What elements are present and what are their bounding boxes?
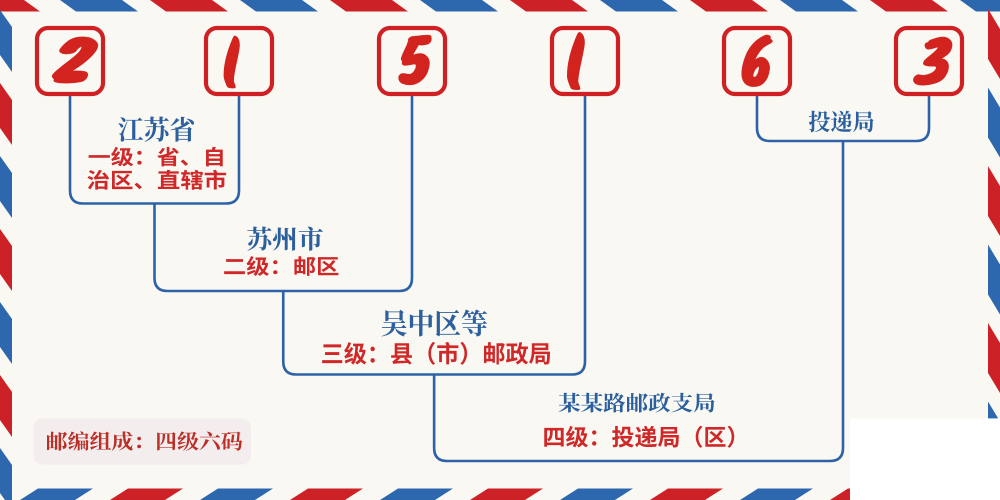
digit-text-4: 1: [555, 34, 615, 90]
stripe: [20, 488, 93, 500]
stripe: [200, 488, 273, 500]
level3-desc-glyphs: [322, 341, 551, 365]
stripe: [870, 0, 948, 12]
digit-text-6: 3: [899, 34, 959, 90]
level3-name-text: 吴中区等: [380, 309, 488, 337]
stripe: [240, 0, 318, 12]
level3-name-glyphs: [381, 309, 488, 337]
level1-name-text: 江苏省: [116, 114, 198, 142]
level1-desc-line2-text: 治区、直辖市: [87, 169, 227, 190]
stripe: [510, 0, 588, 12]
stripe: [0, 302, 12, 364]
level4-name-glyphs: [558, 392, 715, 413]
stripe: [960, 0, 1000, 12]
stripe: [60, 0, 138, 12]
stripe: [690, 0, 768, 12]
stripe: [988, 244, 1000, 315]
digit-box-1: [34, 25, 106, 97]
stripe: [0, 0, 40, 12]
stripe: [290, 488, 363, 500]
digit-box-4: [549, 25, 621, 97]
delivery-name-glyphs: [808, 110, 874, 133]
badge-background: [33, 418, 251, 465]
digit-text-5: 6: [727, 34, 787, 90]
level2-desc-glyphs: [224, 256, 339, 276]
digit-text-3: 5: [382, 34, 442, 90]
level4-desc-glyphs: [544, 425, 735, 448]
stripe: [110, 488, 183, 500]
stripe: [988, 9, 1000, 79]
level3-desc-text: 三级：县（市）邮政局: [322, 341, 552, 365]
stripe: [780, 0, 858, 12]
digit-glyphs: [51, 31, 953, 91]
digit-boxes: [34, 25, 965, 97]
level1-desc-line1-text: 一级：省、自: [87, 146, 225, 167]
digit-box-3: [376, 25, 448, 97]
label-glyphs: [47, 110, 874, 451]
level2-name-glyphs: [247, 226, 323, 251]
level1-name-glyphs: [118, 116, 195, 142]
stripe: [988, 166, 1000, 236]
stripe: [150, 0, 228, 12]
digit-box-5: [721, 25, 793, 97]
stripe: [560, 488, 633, 500]
level2-name-text: 苏州市: [246, 226, 326, 252]
connector-brackets: [68, 96, 931, 463]
badge-label-glyphs: [47, 431, 243, 451]
stripe: [0, 156, 12, 218]
level2-desc-text: 二级：邮区: [224, 255, 340, 276]
stripe: [0, 448, 12, 500]
stripe: [650, 488, 723, 500]
stripe: [0, 375, 12, 437]
digit-text-2: 1: [209, 34, 269, 90]
digit-glyph-1: [51, 36, 99, 84]
stripe: [988, 87, 1000, 158]
digit-glyph-4: [566, 31, 585, 91]
airmail-border-top: [0, 0, 1000, 12]
stripe: [0, 83, 12, 145]
level4-name-text: 某某路邮政支局: [558, 392, 716, 413]
stripe: [420, 0, 498, 12]
stripe: [740, 488, 813, 500]
stripe: [0, 229, 12, 291]
stripe: [470, 488, 543, 500]
digit-glyph-5: [741, 34, 773, 87]
digit-text-1: 2: [40, 34, 100, 90]
level1-desc-line2-glyphs: [87, 169, 227, 190]
digit-box-2: [203, 25, 275, 97]
stripe: [380, 488, 453, 500]
bracket-level4: [432, 141, 845, 463]
stripe: [0, 10, 12, 72]
level4-desc-text: 四级：投递局（区）: [544, 425, 736, 448]
airmail-border-left: [0, 10, 12, 500]
stripe: [330, 0, 408, 12]
bracket-delivery: [755, 96, 931, 143]
badge-label-text: 邮编组成：四级六码: [47, 430, 243, 452]
stripe: [988, 323, 1000, 393]
delivery-name-text: 投递局: [808, 110, 874, 132]
digit-glyph-6: [913, 36, 953, 86]
digit-glyph-2: [223, 35, 240, 89]
bottom-right-blank: [850, 418, 1000, 500]
digit-box-6: [893, 25, 965, 97]
stripe: [600, 0, 678, 12]
level1-desc-line1-glyphs: [88, 146, 223, 167]
digit-glyph-3: [398, 34, 432, 86]
